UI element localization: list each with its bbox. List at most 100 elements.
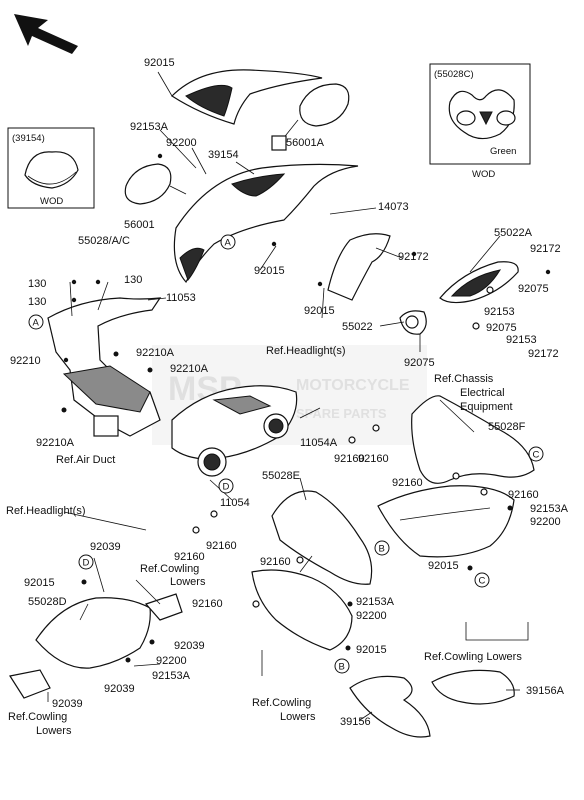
inner-panel-55022A bbox=[439, 261, 519, 304]
callout-92075: 92075 bbox=[404, 357, 435, 369]
callout-55022: 55022 bbox=[342, 321, 373, 333]
callout-11054A: 11054A bbox=[300, 437, 338, 449]
callout-14073: 14073 bbox=[378, 201, 409, 213]
callout-92210A: 92210A bbox=[170, 363, 209, 375]
callout-92039: 92039 bbox=[90, 541, 121, 553]
callout-92075: 92075 bbox=[486, 322, 517, 334]
callout-92210A: 92210A bbox=[136, 347, 175, 359]
callout-92160: 92160 bbox=[334, 453, 365, 465]
callout-92075: 92075 bbox=[518, 283, 549, 295]
ref-chassis-line2: Electrical bbox=[460, 387, 505, 399]
marker-a-upper: A bbox=[220, 234, 236, 250]
inset-color-green: Green bbox=[490, 146, 516, 157]
ref-chassis-line3: Equipment bbox=[460, 401, 513, 413]
callout-55028D: 55028D bbox=[28, 596, 67, 608]
callout-92172: 92172 bbox=[528, 348, 559, 360]
callout-55022A: 55022A bbox=[494, 227, 533, 239]
side-cover-55028D bbox=[9, 593, 183, 699]
callout-92153A: 92153A bbox=[530, 503, 569, 515]
inner-panel-55022 bbox=[399, 310, 427, 335]
mirror-right-56001A bbox=[271, 83, 350, 151]
callout-130: 130 bbox=[124, 274, 142, 286]
callout-92160: 92160 bbox=[192, 598, 223, 610]
callout-56001: 56001 bbox=[124, 219, 155, 231]
fasteners bbox=[61, 153, 551, 663]
callout-92160: 92160 bbox=[508, 489, 539, 501]
callout-92039: 92039 bbox=[104, 683, 135, 695]
callout-92172: 92172 bbox=[398, 251, 429, 263]
marker-d-lower: D bbox=[78, 554, 94, 570]
headlight-assembly bbox=[171, 385, 298, 477]
svg-text:C: C bbox=[533, 450, 540, 461]
ref-cowling-lowers-left-line1: Ref.Cowling bbox=[8, 711, 67, 723]
callout-92200: 92200 bbox=[356, 610, 387, 622]
ref-cowling-lowers-mid-line2: Lowers bbox=[170, 576, 206, 588]
svg-text:B: B bbox=[339, 662, 345, 673]
marker-a-left: A bbox=[28, 314, 44, 330]
callout-92015: 92015 bbox=[428, 560, 459, 572]
callout-92015: 92015 bbox=[144, 57, 175, 69]
marker-c-upper: C bbox=[528, 446, 544, 462]
callout-92015: 92015 bbox=[304, 305, 335, 317]
lower-cowl-mid bbox=[251, 569, 353, 651]
inset-55028C: (55028C) Green WOD bbox=[429, 63, 531, 180]
callout-92153A: 92153A bbox=[152, 670, 191, 682]
callout-92160: 92160 bbox=[358, 453, 389, 465]
callout-92200: 92200 bbox=[530, 516, 561, 528]
callout-55028-a-c: 55028/A/C bbox=[78, 235, 130, 247]
callout-92160: 92160 bbox=[174, 551, 205, 563]
ref-cowling-lowers-left-line2: Lowers bbox=[36, 725, 72, 737]
watermark-line2: SPARE PARTS bbox=[296, 406, 387, 421]
callout-92200: 92200 bbox=[166, 137, 197, 149]
callout-92172: 92172 bbox=[530, 243, 561, 255]
svg-text:A: A bbox=[33, 318, 40, 329]
callout-92039: 92039 bbox=[52, 698, 83, 710]
callout-56001A: 56001A bbox=[286, 137, 325, 149]
callout-39156: 39156 bbox=[340, 716, 371, 728]
svg-text:B: B bbox=[379, 544, 385, 555]
inset-39154: (39154) WOD bbox=[7, 127, 95, 209]
callout-92015: 92015 bbox=[356, 644, 387, 656]
callout-39154: 39154 bbox=[208, 149, 239, 161]
callout-92200: 92200 bbox=[156, 655, 187, 667]
ref-headlights-top: Ref.Headlight(s) bbox=[266, 345, 345, 357]
callout-92015: 92015 bbox=[254, 265, 285, 277]
front-arrow-icon bbox=[14, 14, 78, 54]
svg-text:D: D bbox=[223, 482, 230, 493]
ref-chassis-line1: Ref.Chassis bbox=[434, 373, 494, 385]
callout-92015: 92015 bbox=[24, 577, 55, 589]
side-cowl-55028E bbox=[271, 490, 373, 585]
callout-130: 130 bbox=[28, 296, 46, 308]
callout-92160: 92160 bbox=[392, 477, 423, 489]
inset-caption-wod-right: WOD bbox=[472, 169, 495, 180]
callout-130: 130 bbox=[28, 278, 46, 290]
callout-55028F: 55028F bbox=[488, 421, 526, 433]
upper-cowl-55028 bbox=[173, 163, 359, 284]
inset-code-55028C: (55028C) bbox=[434, 69, 474, 80]
pad-39156 bbox=[349, 675, 431, 738]
callout-39156A: 39156A bbox=[526, 685, 565, 697]
ref-cowling-lowers-mid-line1: Ref.Cowling bbox=[140, 563, 199, 575]
marker-b-lower: B bbox=[334, 658, 350, 674]
callout-92153A: 92153A bbox=[130, 121, 169, 133]
bracket-11053 bbox=[47, 297, 162, 437]
ref-cowling-lowers-right: Ref.Cowling Lowers bbox=[424, 651, 522, 663]
callout-92210A: 92210A bbox=[36, 437, 75, 449]
callout-55028E: 55028E bbox=[262, 470, 300, 482]
svg-text:D: D bbox=[83, 558, 90, 569]
ref-cowling-lowers-bottom-line1: Ref.Cowling bbox=[252, 697, 311, 709]
side-cowl-55028F bbox=[411, 395, 535, 484]
ref-headlights-left: Ref.Headlight(s) bbox=[6, 505, 85, 517]
inner-panel-14073 bbox=[327, 233, 391, 301]
cross-ref-markers: A A D D C C B B bbox=[28, 234, 544, 674]
marker-c-lower: C bbox=[474, 572, 490, 588]
watermark-line1: MOTORCYCLE bbox=[296, 377, 410, 394]
pad-39156A bbox=[431, 669, 515, 705]
callout-92153A: 92153A bbox=[356, 596, 395, 608]
ref-cowling-lowers-bottom-line2: Lowers bbox=[280, 711, 316, 723]
windshield bbox=[171, 69, 323, 125]
inset-caption-wod-left: WOD bbox=[40, 196, 63, 207]
callout-92153: 92153 bbox=[506, 334, 537, 346]
ref-air-duct: Ref.Air Duct bbox=[56, 454, 115, 466]
